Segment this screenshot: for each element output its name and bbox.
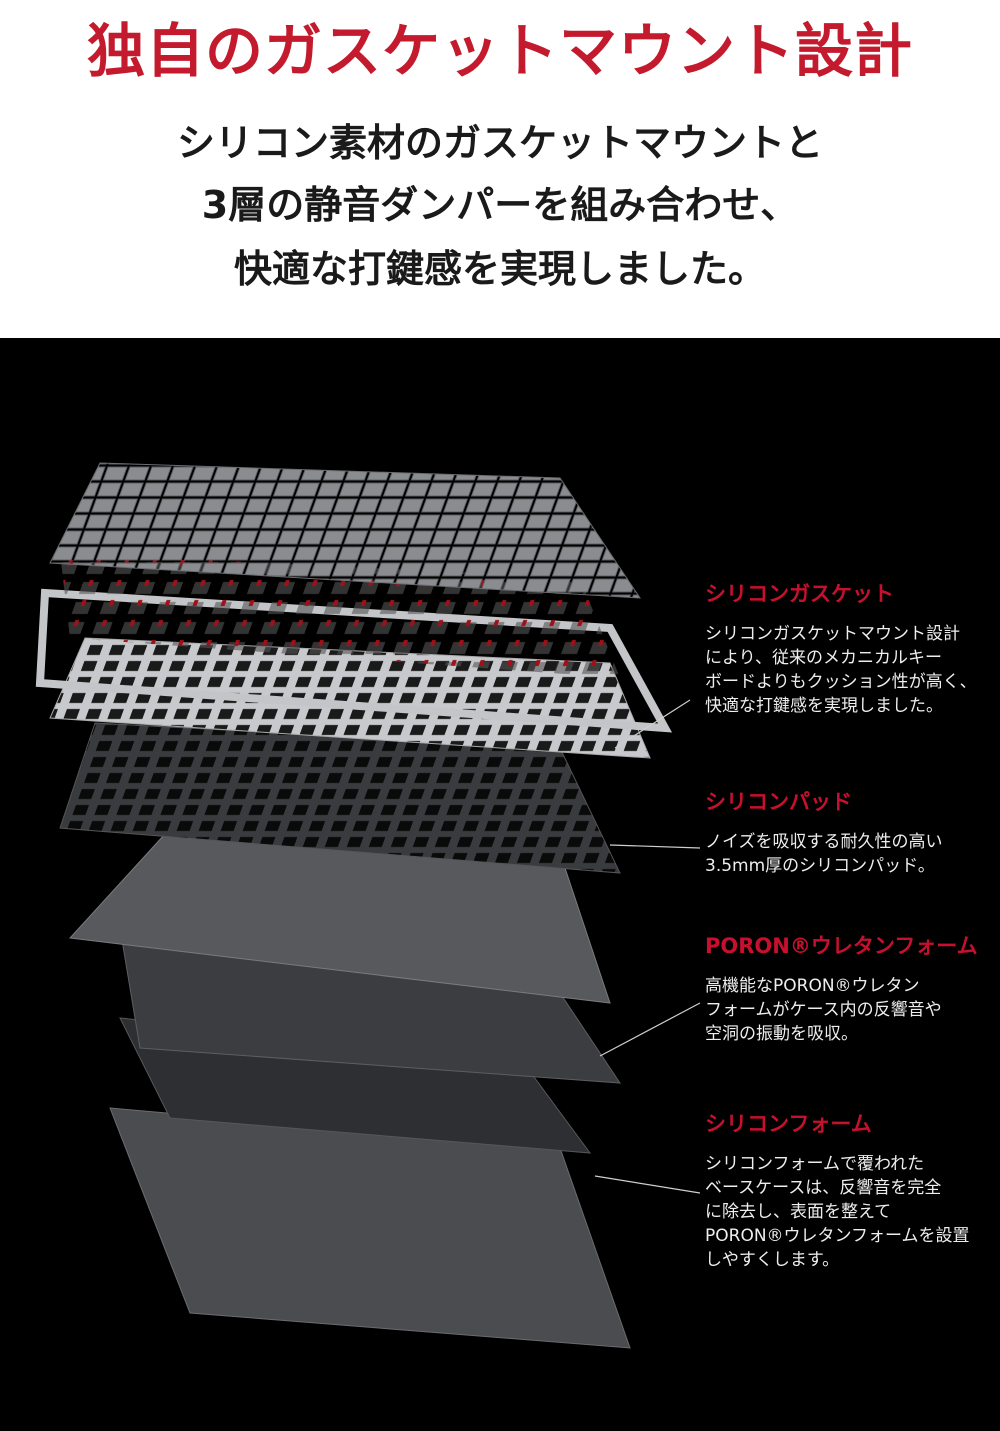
feature-text: シリコンフォームで覆われた — [705, 1154, 925, 1174]
feature-title: シリコンフォーム — [705, 1112, 872, 1136]
feature-text: 3.5mm厚のシリコンパッド。 — [705, 856, 935, 876]
feature-title: PORON®ウレタンフォーム — [705, 934, 978, 958]
feature-text: しやすくします。 — [705, 1250, 840, 1270]
feature-text: 高機能なPORON®ウレタン — [705, 976, 920, 996]
feature-text: ボードよりもクッション性が高く、 — [705, 672, 977, 692]
feature-text: ノイズを吸収する耐久性の高い — [705, 832, 943, 852]
feature-title: シリコンガスケット — [705, 582, 894, 606]
feature-text: ベースケースは、反響音を完全 — [705, 1178, 942, 1198]
feature-title: シリコンパッド — [705, 790, 852, 814]
feature-poron-foam: PORON®ウレタンフォーム 高機能なPORON®ウレタン フォームがケース内の… — [705, 930, 995, 1046]
feature-text: シリコンガスケットマウント設計 — [705, 624, 960, 644]
feature-text: PORON®ウレタンフォームを設置 — [705, 1226, 970, 1246]
feature-text: 空洞の振動を吸収。 — [705, 1024, 858, 1044]
keycaps-layer — [49, 462, 641, 599]
keyboard-exploded-illustration — [35, 462, 701, 1349]
feature-text: により、従来のメカニカルキー — [705, 648, 942, 668]
subtitle-line-2: 3層の静音ダンパーを組み合わせ、 — [201, 183, 799, 227]
feature-silicone-pad: シリコンパッド ノイズを吸収する耐久性の高い 3.5mm厚のシリコンパッド。 — [705, 786, 995, 878]
subtitle-line-3: 快適な打鍵感を実現しました。 — [233, 247, 766, 291]
feature-text: 快適な打鍵感を実現しました。 — [705, 696, 943, 716]
feature-text: に除去し、表面を整えて — [705, 1202, 892, 1222]
feature-silicone-gasket: シリコンガスケット シリコンガスケットマウント設計 により、従来のメカニカルキー… — [705, 578, 995, 718]
feature-silicone-foam: シリコンフォーム シリコンフォームで覆われた ベースケースは、反響音を完全 に除… — [705, 1108, 995, 1272]
header-section: 独自のガスケットマウント設計 シリコン素材のガスケットマウントと 3層の静音ダン… — [0, 0, 1000, 338]
subtitle-line-1: シリコン素材のガスケットマウントと — [176, 121, 823, 165]
feature-text: フォームがケース内の反響音や — [705, 1000, 942, 1020]
page-title: 独自のガスケットマウント設計 — [86, 17, 913, 85]
leader-lines — [594, 699, 701, 1194]
